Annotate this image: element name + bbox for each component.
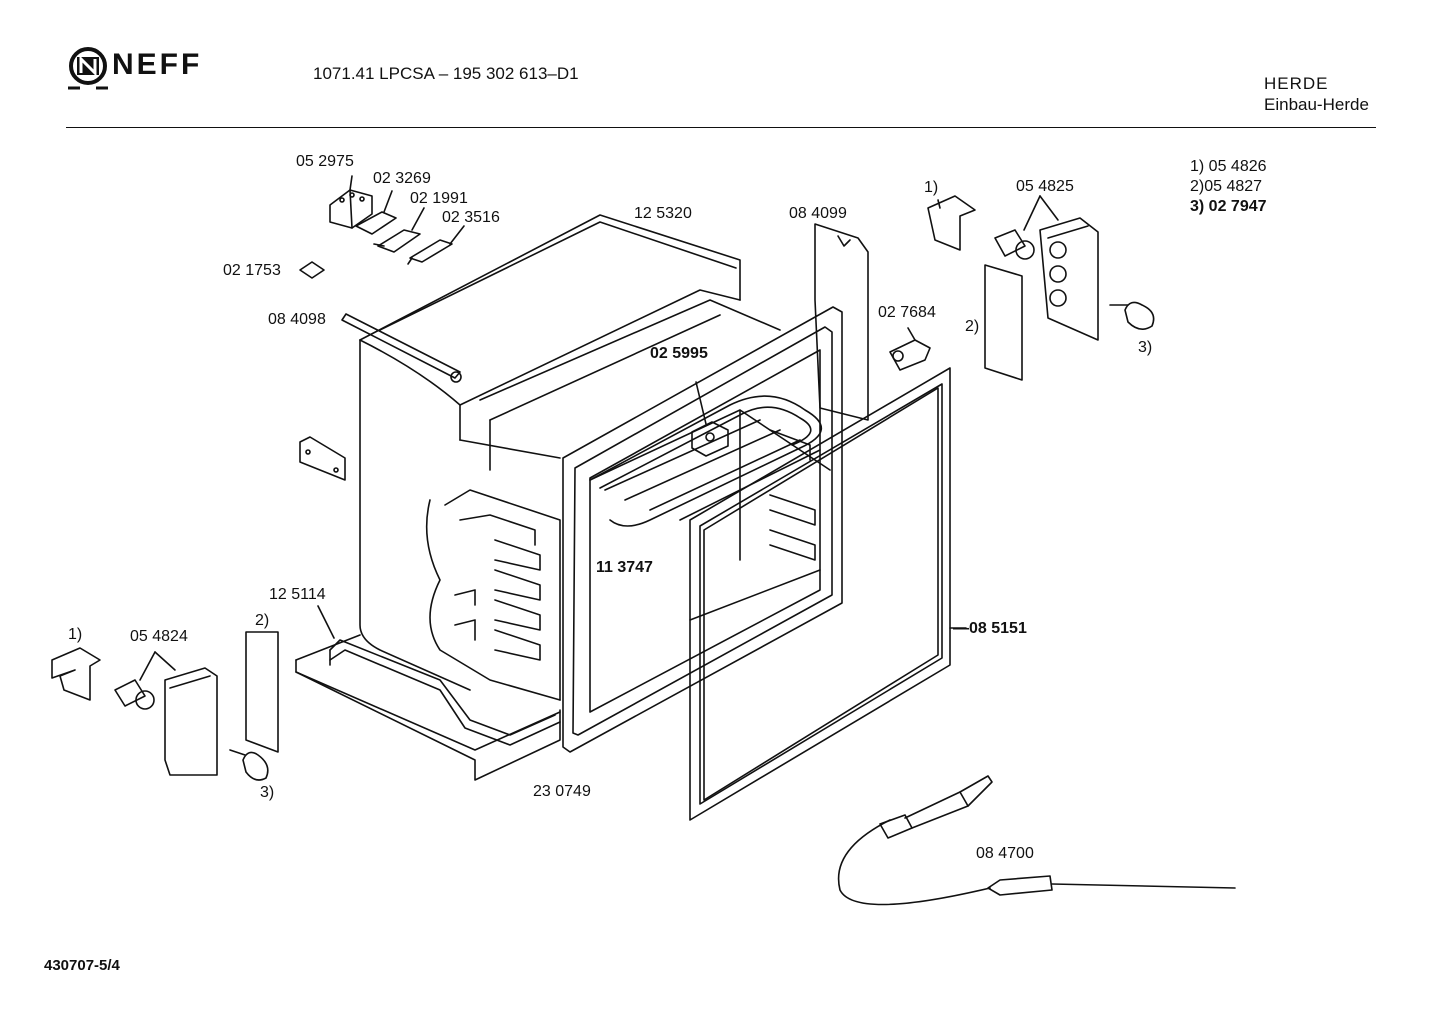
legend-item-3: 3) 02 7947 (1190, 198, 1267, 215)
gasket-part (355, 211, 397, 235)
clip-part (299, 261, 325, 279)
callout-right-2: 2) (965, 318, 980, 335)
part-label-084098: 08 4098 (268, 311, 326, 328)
part-label-113747: 11 3747 (596, 559, 653, 576)
category-title: HERDE (1264, 74, 1329, 93)
bottom-element (329, 639, 556, 736)
part-label-052975: 05 2975 (296, 153, 354, 170)
part-label-054824: 05 4824 (130, 628, 188, 645)
oven-cavity-rails (589, 409, 831, 621)
part-label-084700: 08 4700 (976, 845, 1034, 862)
meat-probe (837, 775, 1236, 906)
rod-part (341, 313, 461, 379)
part-label-125114: 12 5114 (269, 586, 326, 603)
insulation-panel (814, 223, 869, 421)
oven-housing (359, 214, 781, 691)
sensor-clip-part (691, 421, 729, 457)
callout-left-2: 2) (255, 612, 270, 629)
part-label-054825: 05 4825 (1016, 178, 1074, 195)
label-right-part (984, 264, 1023, 381)
oven-muffle (425, 489, 561, 701)
legend-item-2: 2)05 4827 (1190, 178, 1263, 195)
callout-right-1: 1) (924, 179, 939, 196)
front-frame (562, 306, 843, 753)
callout-left-3: 3) (260, 784, 275, 801)
label-left-part (245, 631, 279, 753)
category-subtitle: Einbau-Herde (1264, 95, 1369, 114)
callout-right-3: 3) (1138, 339, 1153, 356)
knob-right-part (1109, 301, 1155, 330)
knob-left-part (229, 749, 269, 781)
header-divider (66, 127, 1376, 128)
part-label-027684: 02 7684 (878, 304, 936, 321)
part-label-021991: 02 1991 (410, 190, 468, 207)
switch-housing-right (1039, 217, 1099, 341)
part-label-025995: 02 5995 (650, 345, 708, 362)
switch-housing-left (164, 667, 218, 776)
lamp-right-part (994, 229, 1035, 260)
legend-item-1: 1) 05 4826 (1190, 158, 1267, 175)
bracket-right-part (927, 195, 976, 251)
sensor-part (889, 339, 931, 371)
lamp-left-part (114, 679, 155, 710)
switch-block-part (329, 189, 373, 229)
part-label-023516: 02 3516 (442, 209, 500, 226)
callout-left-1: 1) (68, 626, 83, 643)
part-label-021753: 02 1753 (223, 262, 281, 279)
cover-part (377, 229, 421, 253)
side-bracket-part (299, 436, 346, 481)
model-number: 1071.41 LPCSA – 195 302 613–D1 (313, 64, 579, 83)
document-code: 430707-5/4 (44, 957, 120, 974)
neff-logo-icon (68, 47, 108, 90)
part-label-023269: 02 3269 (373, 170, 431, 187)
door-seal (689, 367, 951, 821)
brand-name: NEFF (112, 48, 203, 81)
part-label-125320: 12 5320 (634, 205, 692, 222)
knob-part (409, 239, 453, 263)
part-label-230749: 23 0749 (533, 783, 591, 800)
part-label-085151: —08 5151 (953, 620, 1027, 637)
bracket-left-part (51, 647, 101, 701)
part-label-084099: 08 4099 (789, 205, 847, 222)
grill-element (589, 395, 823, 527)
bottom-tray (295, 659, 561, 781)
